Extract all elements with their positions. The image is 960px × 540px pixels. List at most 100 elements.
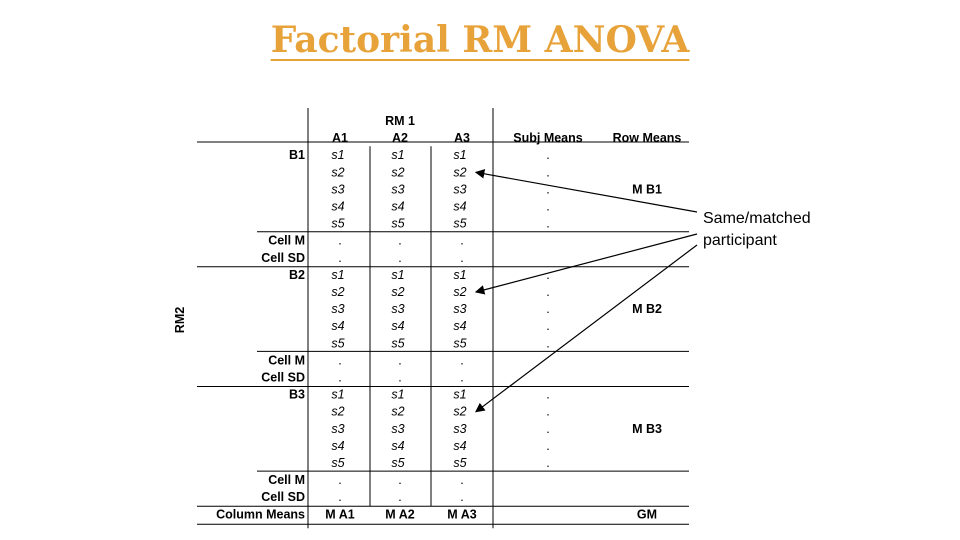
cell-b2-a1-s3: s3 [331, 302, 344, 316]
cell-m-label-b1: Cell M [268, 234, 305, 248]
cell-b1-a3-s1: s1 [453, 148, 466, 162]
rm2-label: RM2 [173, 307, 187, 333]
arrow-to-block-1 [474, 169, 698, 213]
cell-mean-b2-a1: . [338, 353, 341, 367]
cell-b2-a2-s2: s2 [391, 285, 404, 299]
cell-b3-a2-s3: s3 [391, 422, 404, 436]
cell-b2-a2-s5: s5 [391, 336, 404, 350]
block-label-b3: B3 [289, 388, 305, 402]
cell-mean-b2-a3: . [460, 353, 463, 367]
column-header-a1: A1 [332, 131, 348, 145]
row-mean-b2: M B2 [632, 302, 662, 316]
cell-sd-b1-a2: . [398, 251, 401, 265]
subj-mean-b3-s5: . [546, 456, 549, 470]
cell-b1-a3-s4: s4 [453, 200, 466, 214]
arrow-to-block-3 [475, 244, 698, 413]
cell-b2-a2-s1: s1 [391, 268, 404, 282]
cell-b3-a2-s2: s2 [391, 405, 404, 419]
cell-b3-a1-s4: s4 [331, 439, 344, 453]
cell-b3-a2-s1: s1 [391, 388, 404, 402]
cell-b1-a1-s4: s4 [331, 200, 344, 214]
cell-mean-b1-a1: . [338, 234, 341, 248]
callout-label: Same/matched participant [703, 208, 843, 252]
cell-b3-a3-s1: s1 [453, 388, 466, 402]
cell-b3-a1-s5: s5 [331, 456, 344, 470]
row-means-header: Row Means [613, 131, 682, 145]
cell-b3-a3-s3: s3 [453, 422, 466, 436]
cell-b1-a3-s2: s2 [453, 165, 466, 179]
row-mean-b3: M B3 [632, 422, 662, 436]
cell-sd-b3-a3: . [460, 490, 463, 504]
subj-mean-b3-s1: . [546, 388, 549, 402]
cell-b1-a2-s5: s5 [391, 217, 404, 231]
subj-mean-b2-s1: . [546, 268, 549, 282]
cell-b3-a2-s4: s4 [391, 439, 404, 453]
cell-sd-b2-a2: . [398, 371, 401, 385]
callout-line-2: participant [703, 232, 777, 249]
cell-sd-label-b2: Cell SD [261, 371, 305, 385]
cell-b2-a3-s5: s5 [453, 336, 466, 350]
cell-b3-a2-s5: s5 [391, 456, 404, 470]
subj-mean-b1-s2: . [546, 165, 549, 179]
cell-sd-label-b3: Cell SD [261, 490, 305, 504]
cell-sd-b1-a1: . [338, 251, 341, 265]
cell-b3-a3-s2: s2 [453, 405, 466, 419]
cell-m-label-b2: Cell M [268, 353, 305, 367]
cell-mean-b3-a1: . [338, 473, 341, 487]
cell-b2-a1-s4: s4 [331, 319, 344, 333]
cell-b2-a3-s3: s3 [453, 302, 466, 316]
row-mean-b1: M B1 [632, 182, 662, 196]
column-header-a3: A3 [454, 131, 470, 145]
column-mean-2: M A2 [385, 507, 414, 521]
subj-mean-b1-s4: . [546, 200, 549, 214]
page-title: Factorial RM ANOVA [270, 19, 690, 61]
subj-mean-b2-s5: . [546, 336, 549, 350]
cell-sd-b3-a2: . [398, 490, 401, 504]
cell-b2-a1-s2: s2 [331, 285, 344, 299]
cell-m-label-b3: Cell M [268, 473, 305, 487]
cell-b3-a1-s2: s2 [331, 405, 344, 419]
column-mean-1: M A1 [325, 507, 354, 521]
subj-mean-b1-s5: . [546, 217, 549, 231]
cell-sd-b2-a3: . [460, 371, 463, 385]
column-header-a2: A2 [392, 131, 408, 145]
cell-b1-a3-s5: s5 [453, 217, 466, 231]
grand-mean: GM [637, 507, 657, 521]
subj-mean-b2-s4: . [546, 319, 549, 333]
cell-b1-a2-s3: s3 [391, 182, 404, 196]
cell-b2-a3-s1: s1 [453, 268, 466, 282]
column-means-label: Column Means [216, 507, 305, 521]
cell-sd-b1-a3: . [460, 251, 463, 265]
cell-b1-a1-s3: s3 [331, 182, 344, 196]
cell-mean-b1-a3: . [460, 234, 463, 248]
table-grid-lines [197, 108, 689, 529]
matched-participant-arrows [474, 169, 698, 413]
cell-b2-a2-s3: s3 [391, 302, 404, 316]
callout-line-1: Same/matched [703, 210, 811, 227]
cell-b2-a1-s5: s5 [331, 336, 344, 350]
rm1-header: RM 1 [385, 114, 415, 128]
cell-mean-b3-a2: . [398, 473, 401, 487]
cell-b2-a3-s4: s4 [453, 319, 466, 333]
cell-sd-label-b1: Cell SD [261, 251, 305, 265]
cell-mean-b1-a2: . [398, 234, 401, 248]
cell-b1-a2-s2: s2 [391, 165, 404, 179]
subj-mean-b1-s3: . [546, 182, 549, 196]
arrow-to-block-2 [474, 233, 698, 295]
cell-b3-a3-s4: s4 [453, 439, 466, 453]
cell-b2-a2-s4: s4 [391, 319, 404, 333]
cell-b2-a1-s1: s1 [331, 268, 344, 282]
cell-mean-b2-a2: . [398, 353, 401, 367]
cell-b1-a1-s5: s5 [331, 217, 344, 231]
block-label-b2: B2 [289, 268, 305, 282]
cell-sd-b3-a1: . [338, 490, 341, 504]
cell-b1-a3-s3: s3 [453, 182, 466, 196]
block-label-b1: B1 [289, 148, 305, 162]
cell-b2-a3-s2: s2 [453, 285, 466, 299]
cell-b3-a1-s1: s1 [331, 388, 344, 402]
subj-mean-b3-s2: . [546, 405, 549, 419]
cell-mean-b3-a3: . [460, 473, 463, 487]
cell-b1-a2-s1: s1 [391, 148, 404, 162]
subj-mean-b2-s2: . [546, 285, 549, 299]
